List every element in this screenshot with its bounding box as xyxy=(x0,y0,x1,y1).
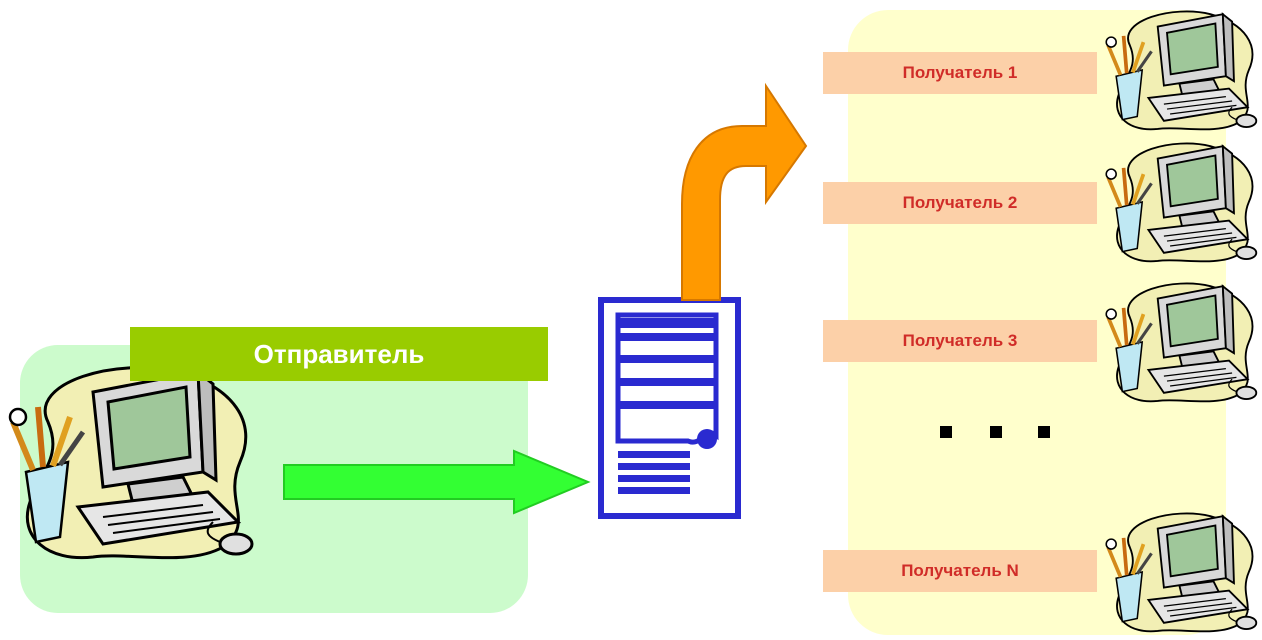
recipient-n-computer-icon xyxy=(1105,510,1260,634)
recipient-3-computer-icon xyxy=(1105,280,1260,404)
recipient-1-computer-icon xyxy=(1105,8,1260,132)
recipient-label-3: Получатель 3 xyxy=(823,320,1097,362)
recipient-label-2: Получатель 2 xyxy=(823,182,1097,224)
more-recipients-ellipsis xyxy=(932,426,1062,446)
forward-arrow xyxy=(681,82,808,301)
ellipsis-dot xyxy=(1038,426,1050,438)
ellipsis-dot xyxy=(940,426,952,438)
server-icon xyxy=(598,297,741,519)
recipient-label-n: Получатель N xyxy=(823,550,1097,592)
recipient-2-computer-icon xyxy=(1105,140,1260,264)
recipient-label-1: Получатель 1 xyxy=(823,52,1097,94)
sender-computer-icon xyxy=(8,362,258,562)
ellipsis-dot xyxy=(990,426,1002,438)
send-arrow xyxy=(283,449,591,515)
sender-label: Отправитель xyxy=(130,327,548,381)
